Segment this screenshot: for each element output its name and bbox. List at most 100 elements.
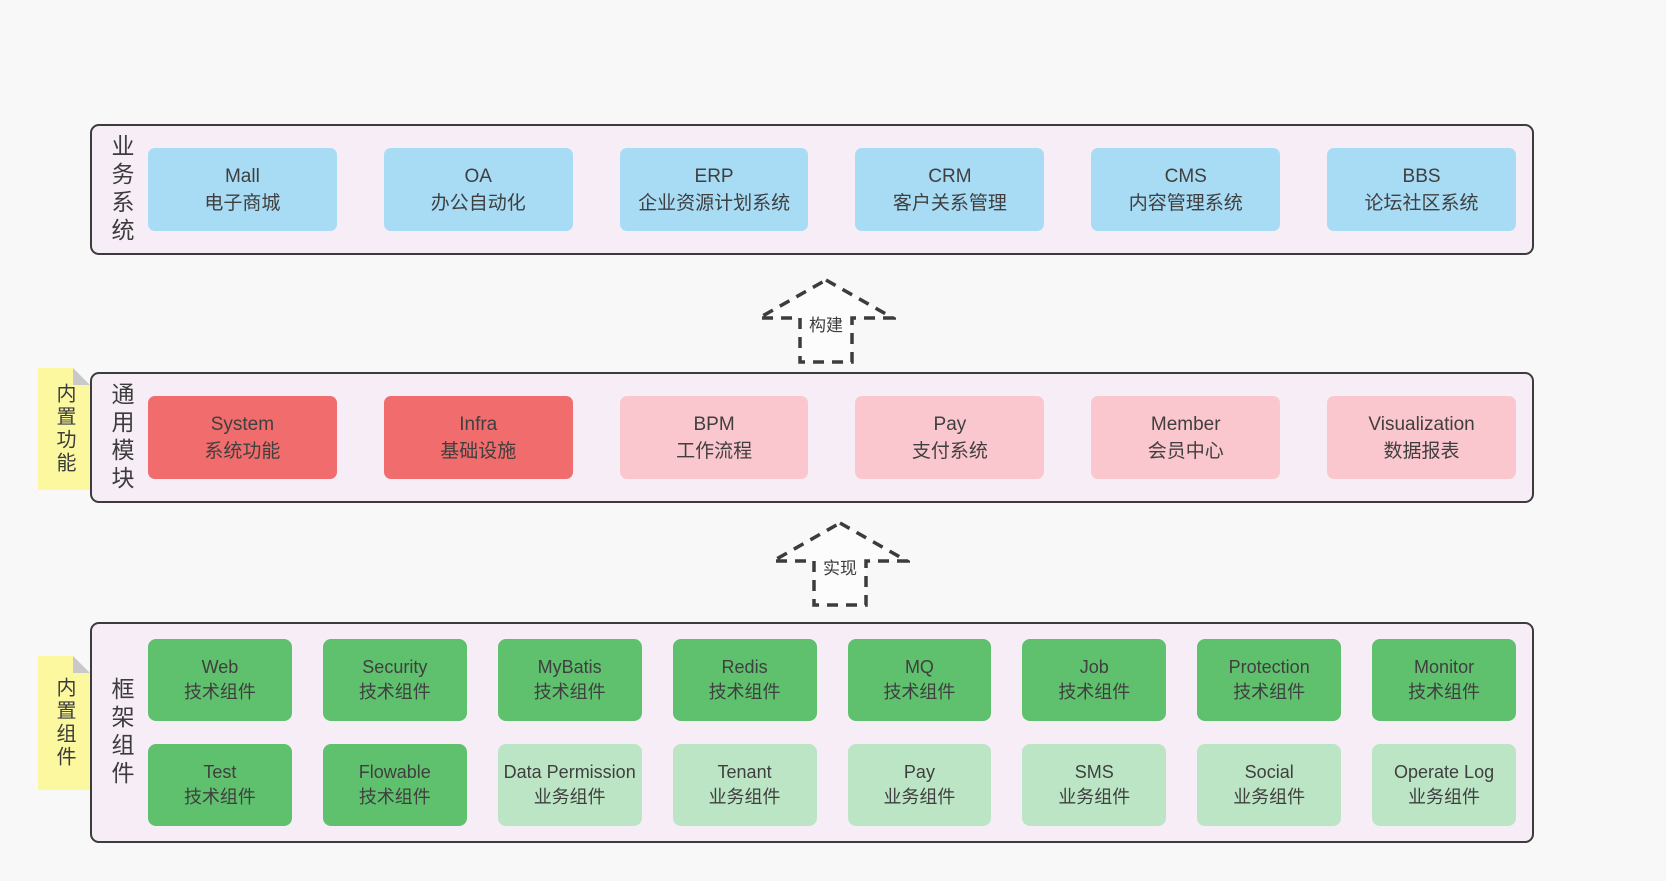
box-subtitle: 技术组件 xyxy=(708,682,781,702)
build-arrow: 构建 xyxy=(756,277,896,365)
box-subtitle: 支付系统 xyxy=(911,440,988,462)
box-subtitle: 会员中心 xyxy=(1147,440,1224,462)
box-title: Job xyxy=(1079,657,1109,677)
band-business-systems: 业务系统 Mall 电子商城 OA 办公自动化 ERP 企业资源计划系统 CRM… xyxy=(90,124,1534,255)
box-job: Job 技术组件 xyxy=(1022,639,1167,721)
box-subtitle: 技术组件 xyxy=(883,682,956,702)
box-subtitle: 技术组件 xyxy=(358,787,431,807)
box-subtitle: 技术组件 xyxy=(183,682,256,702)
box-title: Tenant xyxy=(717,762,772,782)
box-bbs: BBS 论坛社区系统 xyxy=(1327,148,1516,231)
box-subtitle: 论坛社区系统 xyxy=(1364,192,1479,214)
box-subtitle: 技术组件 xyxy=(358,682,431,702)
box-mybatis: MyBatis 技术组件 xyxy=(497,639,642,721)
box-subtitle: 技术组件 xyxy=(1408,682,1481,702)
box-crm: CRM 客户关系管理 xyxy=(855,148,1045,231)
box-title: CMS xyxy=(1164,165,1207,187)
box-title: System xyxy=(210,413,275,435)
implement-arrow-label: 实现 xyxy=(820,554,860,579)
box-title: Mall xyxy=(224,165,260,187)
box-title: BBS xyxy=(1402,165,1441,187)
build-arrow-label: 构建 xyxy=(806,311,846,336)
box-subtitle: 技术组件 xyxy=(533,682,606,702)
box-subtitle: 技术组件 xyxy=(1058,682,1131,702)
box-title: Member xyxy=(1150,413,1221,435)
box-title: MyBatis xyxy=(537,657,602,677)
box-visualization: Visualization 数据报表 xyxy=(1327,396,1516,479)
box-subtitle: 数据报表 xyxy=(1383,440,1460,462)
box-title: BPM xyxy=(693,413,735,435)
band-components-side-label: 框架组件 xyxy=(108,676,134,789)
box-protection: Protection 技术组件 xyxy=(1197,639,1342,721)
box-title: Infra xyxy=(459,413,498,435)
box-test: Test 技术组件 xyxy=(148,744,292,826)
box-subtitle: 技术组件 xyxy=(183,787,256,807)
box-social: Social 业务组件 xyxy=(1197,744,1342,826)
sticky-note-text: 内置功能 xyxy=(53,383,75,475)
box-title: MQ xyxy=(904,657,934,677)
box-subtitle: 工作流程 xyxy=(676,440,753,462)
box-subtitle: 业务组件 xyxy=(883,787,956,807)
box-bpm: BPM 工作流程 xyxy=(619,396,809,479)
band-framework-components: 框架组件 Web 技术组件 Security 技术组件 MyBatis 技术组件… xyxy=(90,622,1534,843)
box-infra: Infra 基础设施 xyxy=(383,396,573,479)
box-tenant: Tenant 业务组件 xyxy=(672,744,817,826)
box-title: Test xyxy=(203,762,237,782)
box-title: Data Permission xyxy=(503,762,636,782)
band-business-content: Mall 电子商城 OA 办公自动化 ERP 企业资源计划系统 CRM 客户关系… xyxy=(148,126,1516,253)
box-subtitle: 业务组件 xyxy=(1058,787,1131,807)
box-subtitle: 企业资源计划系统 xyxy=(638,192,791,214)
box-sms: SMS 业务组件 xyxy=(1022,744,1167,826)
box-title: SMS xyxy=(1074,762,1114,782)
box-oa: OA 办公自动化 xyxy=(383,148,573,231)
box-subtitle: 业务组件 xyxy=(708,787,781,807)
box-subtitle: 电子商城 xyxy=(204,192,281,214)
box-title: Pay xyxy=(903,762,935,782)
box-subtitle: 业务组件 xyxy=(1408,787,1481,807)
box-subtitle: 业务组件 xyxy=(533,787,606,807)
box-redis: Redis 技术组件 xyxy=(672,639,817,721)
box-cms: CMS 内容管理系统 xyxy=(1091,148,1281,231)
box-subtitle: 基础设施 xyxy=(440,440,517,462)
band-business-side-label: 业务系统 xyxy=(108,133,134,246)
box-title: OA xyxy=(464,165,492,187)
box-title: Social xyxy=(1244,762,1294,782)
box-title: ERP xyxy=(694,165,734,187)
box-pay-system: Pay 支付系统 xyxy=(855,396,1045,479)
box-title: Operate Log xyxy=(1394,762,1495,782)
box-erp: ERP 企业资源计划系统 xyxy=(619,148,809,231)
box-subtitle: 客户关系管理 xyxy=(892,192,1007,214)
box-title: CRM xyxy=(928,165,972,187)
box-system: System 系统功能 xyxy=(148,396,337,479)
band-modules-content: System 系统功能 Infra 基础设施 BPM 工作流程 Pay 支付系统… xyxy=(148,374,1516,501)
box-title: Security xyxy=(362,657,428,677)
implement-arrow: 实现 xyxy=(770,520,910,608)
box-title: Web xyxy=(201,657,239,677)
band-common-modules: 通用模块 System 系统功能 Infra 基础设施 BPM 工作流程 Pay… xyxy=(90,372,1534,503)
box-monitor: Monitor 技术组件 xyxy=(1372,639,1516,721)
band-modules-side-label: 通用模块 xyxy=(108,381,134,494)
box-mq: MQ 技术组件 xyxy=(847,639,992,721)
box-flowable: Flowable 技术组件 xyxy=(322,744,467,826)
box-title: Pay xyxy=(933,413,967,435)
box-pay-component: Pay 业务组件 xyxy=(847,744,992,826)
box-subtitle: 业务组件 xyxy=(1233,787,1306,807)
box-mall: Mall 电子商城 xyxy=(148,148,337,231)
box-security: Security 技术组件 xyxy=(322,639,467,721)
band-components-content: Web 技术组件 Security 技术组件 MyBatis 技术组件 Redi… xyxy=(148,624,1516,841)
sticky-note-built-in-components: 内置组件 xyxy=(38,656,90,790)
box-subtitle: 内容管理系统 xyxy=(1128,192,1243,214)
sticky-note-built-in-features: 内置功能 xyxy=(38,368,90,490)
box-subtitle: 办公自动化 xyxy=(430,192,526,214)
box-title: Redis xyxy=(721,657,768,677)
box-title: Flowable xyxy=(358,762,431,782)
box-title: Protection xyxy=(1228,657,1310,677)
box-member: Member 会员中心 xyxy=(1091,396,1281,479)
box-title: Monitor xyxy=(1414,657,1475,677)
box-data-permission: Data Permission 业务组件 xyxy=(497,744,642,826)
box-subtitle: 系统功能 xyxy=(204,440,281,462)
box-web: Web 技术组件 xyxy=(148,639,292,721)
box-title: Visualization xyxy=(1368,413,1475,435)
box-subtitle: 技术组件 xyxy=(1233,682,1306,702)
box-operate-log: Operate Log 业务组件 xyxy=(1372,744,1516,826)
